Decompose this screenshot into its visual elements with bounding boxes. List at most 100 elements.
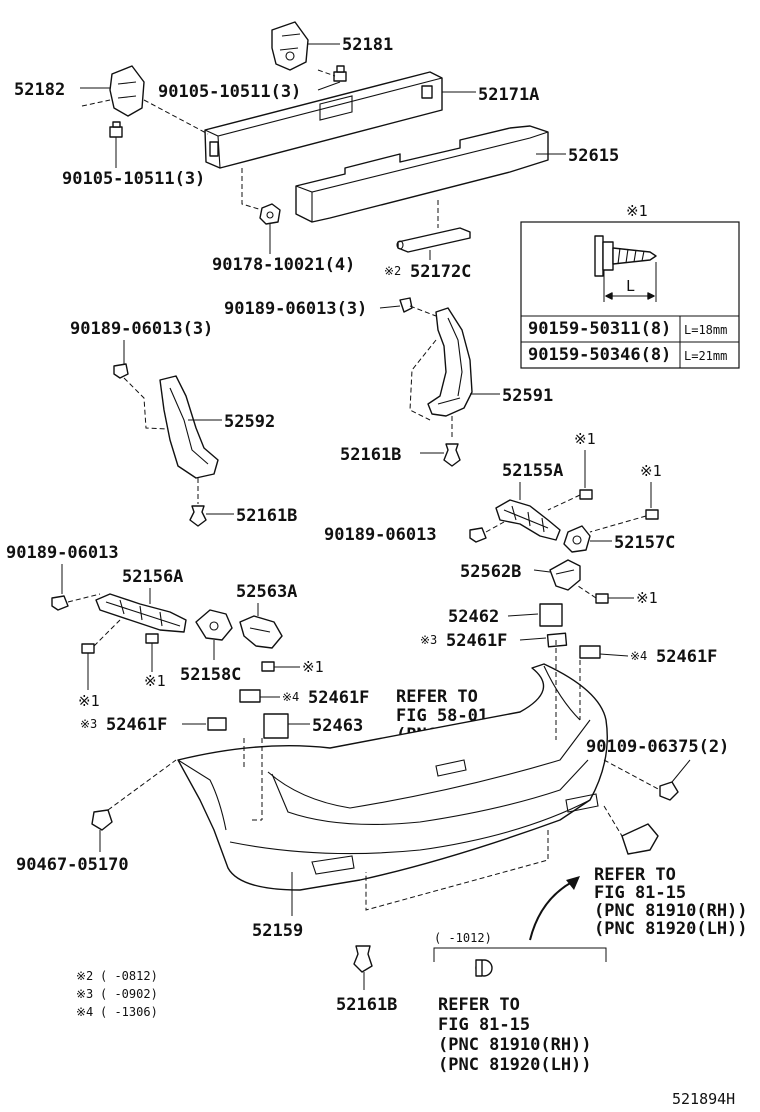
label-52156a: 52156A <box>122 567 183 587</box>
refer-right-line1: REFER TO <box>594 865 676 885</box>
label-52171a: 52171A <box>478 85 539 105</box>
screw-row-1-part: 90159-50311(8) <box>528 319 671 339</box>
label-52172c: 52172C <box>410 262 471 282</box>
clip-90467-icon <box>91 809 113 831</box>
bolt-top-icon <box>333 65 347 82</box>
label-90189-06013-c: 90189-06013 <box>324 525 437 545</box>
sensor-holder-right-icon <box>621 823 659 855</box>
note1-e: ※1 <box>144 672 166 690</box>
label-52461f-c: 52461F <box>308 688 369 708</box>
curved-arrow-icon <box>529 876 580 941</box>
label-52463: 52463 <box>312 716 363 736</box>
label-52461f-a: 52461F <box>446 631 507 651</box>
note4-b: ※4 <box>282 690 299 704</box>
label-90189-06013-a: 90189-06013(3) <box>224 299 367 319</box>
bracket-52155a-shape <box>495 499 561 541</box>
label-52461f-d: 52461F <box>106 715 167 735</box>
screw-detail-icon <box>594 235 657 277</box>
pad-52463-shape <box>263 713 289 739</box>
nut-icon <box>259 203 281 225</box>
screw-table: ※1 L 90159-50311(8) L=18mm 90159-50346(8… <box>520 202 740 369</box>
label-90178-10021: 90178-10021(4) <box>212 255 355 275</box>
absorber-52615-shape <box>295 125 549 223</box>
clip-52161b-a-icon <box>443 443 461 467</box>
label-90467-05170: 90467-05170 <box>16 855 129 875</box>
label-52562b: 52562B <box>460 562 521 582</box>
note-52172c: ※2 <box>384 264 401 278</box>
label-52563a: 52563A <box>236 582 297 602</box>
pad-52461f-c-shape <box>239 689 261 703</box>
label-52462: 52462 <box>448 607 499 627</box>
label-52181: 52181 <box>342 35 393 55</box>
clip-d-icon <box>51 595 69 611</box>
screw-table-title: ※1 <box>626 202 648 220</box>
clip-c-icon <box>469 527 487 543</box>
note1-f: ※1 <box>302 658 324 676</box>
bracket-52156a-shape <box>95 593 187 633</box>
footnote-3-mark: ※4 <box>76 1005 93 1019</box>
label-52182: 52182 <box>14 80 65 100</box>
screw-row-2-part: 90159-50346(8) <box>528 345 671 365</box>
screw-dimension-label: L <box>626 277 635 295</box>
pad-52461f-d-shape <box>207 717 227 731</box>
clip-52161b-b-icon <box>189 505 207 527</box>
label-52615: 52615 <box>568 146 619 166</box>
footnote-2-range: ( -0902) <box>100 987 158 1001</box>
pad-52462-shape <box>539 603 563 627</box>
refer-right-line2: FIG 81-15 <box>594 883 686 903</box>
refer-right-line3: (PNC 81910(RH)) <box>594 901 748 921</box>
label-90109-06375: 90109-06375(2) <box>586 737 729 757</box>
footnote-2-mark: ※3 <box>76 987 93 1001</box>
refer-bottom-line4: (PNC 81920(LH)) <box>438 1055 592 1075</box>
clip-52161b-c-icon <box>353 945 373 973</box>
part-52562b-shape <box>549 559 581 591</box>
label-52461f-b: 52461F <box>656 647 717 667</box>
part-52158c-shape <box>195 609 233 641</box>
screw-row-1-length: L=18mm <box>684 323 727 337</box>
part-52157c-shape <box>563 525 591 553</box>
refer-bottom-line2: FIG 81-15 <box>438 1015 530 1035</box>
bumper-cover-52159-shape <box>177 663 608 891</box>
note3-b: ※3 <box>80 717 97 731</box>
label-90105-10511-left: 90105-10511(3) <box>62 169 205 189</box>
screw-note1-a-icon <box>579 489 593 500</box>
part-52563a-shape <box>239 615 283 649</box>
pad-52461f-b-shape <box>579 645 601 659</box>
refer-bottom-line1: REFER TO <box>438 995 520 1015</box>
refer-center-line2: FIG 58-01 <box>396 706 488 726</box>
bracket-52181-shape <box>271 21 309 71</box>
spacer-52172c-shape <box>396 227 471 253</box>
label-90189-06013-b: 90189-06013(3) <box>70 319 213 339</box>
clip-a-icon <box>399 297 413 313</box>
bolt-left-icon <box>109 121 123 138</box>
screw-90109-icon <box>659 781 679 801</box>
screw-row-2-length: L=21mm <box>684 349 727 363</box>
footnote-1-mark: ※2 <box>76 969 93 983</box>
footnote-3-range: ( -1306) <box>100 1005 158 1019</box>
figure-id: 521894H <box>672 1090 735 1108</box>
label-52155a: 52155A <box>502 461 563 481</box>
screw-note1-b-icon <box>645 509 659 520</box>
footnote-1-range: ( -0812) <box>100 969 158 983</box>
retainer-52591-shape <box>427 307 473 417</box>
label-52159: 52159 <box>252 921 303 941</box>
label-90105-10511-top: 90105-10511(3) <box>158 82 301 102</box>
screw-note1-c-icon <box>595 593 609 604</box>
note3-a: ※3 <box>420 633 437 647</box>
refer-center-line1: REFER TO <box>396 687 478 707</box>
label-52161b-c: 52161B <box>336 995 397 1015</box>
pad-52461f-a-shape <box>546 632 568 648</box>
sensor-bottom-icon <box>475 959 493 977</box>
note4-a: ※4 <box>630 649 647 663</box>
retainer-52592-shape <box>159 375 219 479</box>
screw-note1-d-icon <box>81 643 95 654</box>
label-52158c: 52158C <box>180 665 241 685</box>
label-90189-06013-d: 90189-06013 <box>6 543 119 563</box>
refer-bottom-line3: (PNC 81910(RH)) <box>438 1035 592 1055</box>
refer-bottom-range: ( -1012) <box>434 931 492 945</box>
clip-b-icon <box>113 363 129 379</box>
label-52161b-b: 52161B <box>236 506 297 526</box>
reinforcement-52171a-shape <box>204 71 443 169</box>
note1-a: ※1 <box>574 430 596 448</box>
